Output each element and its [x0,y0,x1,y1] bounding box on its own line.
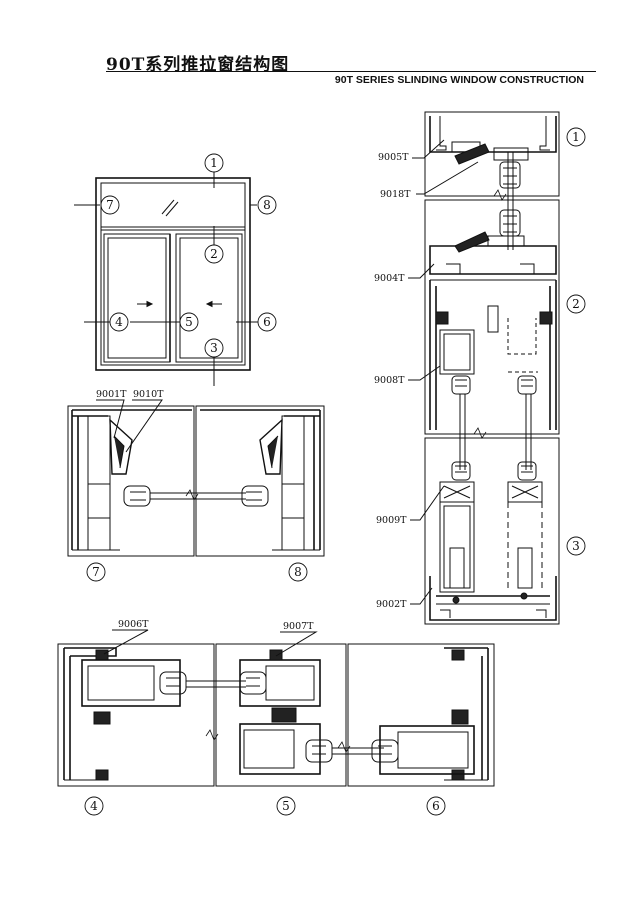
marker-5 [179,312,199,332]
label-9006t: 9006T [118,619,149,630]
label-9009t: 9009T [376,515,407,526]
section-marker-2: 2 [572,297,580,311]
title-chinese: 90T系列推拉窗结构图 [106,55,290,75]
marker-2 [204,244,224,264]
marker-8 [257,195,277,215]
elevation-markers [100,153,277,358]
horizontal-section-top [67,399,325,557]
marker-3 [204,338,224,358]
marker-7 [100,195,120,215]
marker-6 [257,312,277,332]
section-marker-4: 4 [90,799,98,813]
marker-8-label: 8 [263,198,271,212]
section-marker-3: 3 [572,539,580,553]
title-english: 90T SERIES SLINDING WINDOW CONSTRUCTION [334,74,584,86]
marker-7-label: 7 [106,198,114,212]
label-9005t: 9005T [378,152,409,163]
section-marker-1: 1 [572,130,580,144]
label-9010t: 9010T [133,389,164,400]
section-marker-5: 5 [282,799,290,813]
label-9001t: 9001T [96,389,127,400]
label-9002t: 9002T [376,599,407,610]
section-right-markers [566,127,586,556]
marker-2-label: 2 [210,247,218,261]
section-marker-7: 7 [92,565,100,579]
label-9004t: 9004T [374,273,405,284]
marker-6-label: 6 [263,315,271,329]
marker-4-label: 4 [115,315,123,329]
marker-3-label: 3 [210,341,218,355]
label-9018t: 9018T [380,189,411,200]
title-rule [106,71,596,72]
label-9008t: 9008T [374,375,405,386]
window-elevation [74,172,258,386]
section-marker-8: 8 [294,565,302,579]
marker-1 [204,153,224,173]
section-marker-6: 6 [432,799,440,813]
label-9007t: 9007T [283,621,314,632]
marker-5-label: 5 [185,315,193,329]
marker-4 [109,312,129,332]
vertical-section [408,111,560,625]
marker-1-label: 1 [210,156,218,170]
horizontal-section-bottom [57,629,495,787]
